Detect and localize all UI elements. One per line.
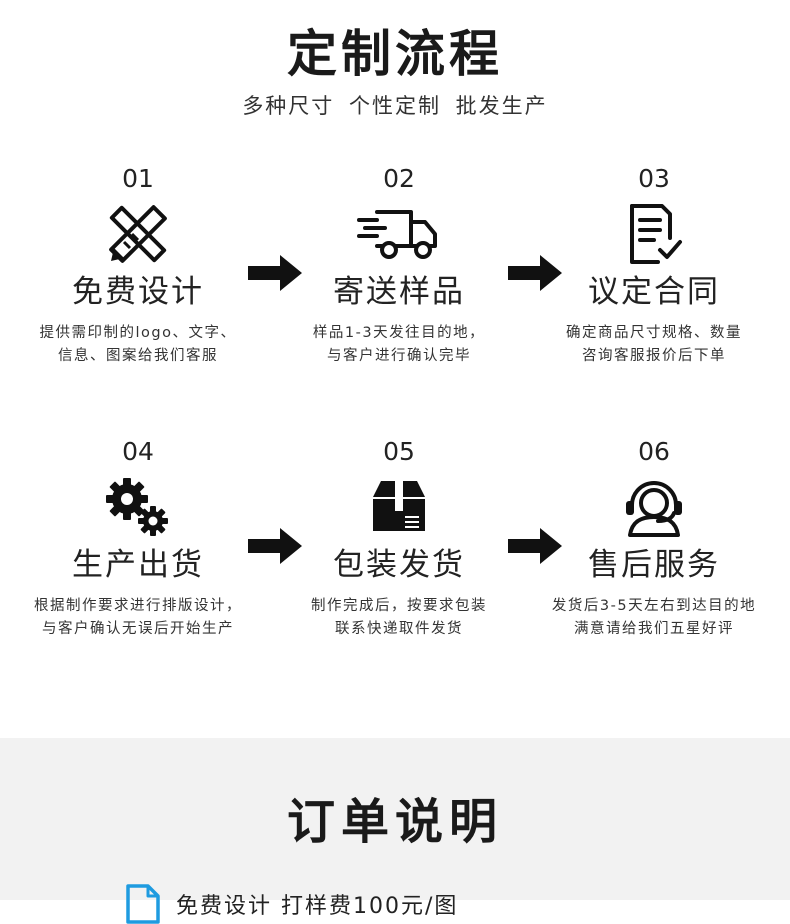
step-2: 02 寄送样品 样品1-3天发往目的地， 与客户进行确认完毕 (269, 164, 529, 368)
step-description: 样品1-3天发往目的地， 与客户进行确认完毕 (312, 325, 486, 364)
order-item-text: 免费设计 打样费100元/图 (176, 894, 459, 919)
step-1: 01 免费设计 提供需印制的logo、文字、 信息、图案给我们客服 (8, 164, 268, 368)
step-4: 04 生产出货 根据制作要求进行排版设计， 与客户确认无误后开始生产 (8, 437, 268, 641)
arrow-right-icon (248, 528, 302, 564)
step-number: 03 (638, 164, 670, 193)
step-name: 售后服务 (588, 547, 720, 583)
step-name: 免费设计 (72, 274, 204, 310)
step-description: 根据制作要求进行排版设计， 与客户确认无误后开始生产 (34, 598, 242, 637)
step-description: 制作完成后，按要求包装 联系快递取件发货 (311, 598, 487, 637)
pencil-ruler-icon (8, 196, 268, 272)
step-number: 05 (383, 437, 415, 466)
page-subtitle: 多种尺寸 个性定制 批发生产 (242, 94, 548, 118)
gears-icon (8, 469, 268, 545)
step-name: 包装发货 (333, 547, 465, 583)
step-number: 01 (122, 164, 154, 193)
step-name: 议定合同 (588, 274, 720, 310)
page-title: 定制流程 (287, 25, 503, 83)
step-3: 03 议定合同 确定商品尺寸规格、数量 咨询客服报价后下单 (524, 164, 784, 368)
document-icon (126, 884, 160, 924)
arrow-right-icon (248, 255, 302, 291)
step-description: 发货后3-5天左右到达目的地 满意请给我们五星好评 (551, 598, 757, 637)
arrow-right-icon (508, 255, 562, 291)
order-section-background (0, 738, 790, 900)
arrow-right-icon (508, 528, 562, 564)
step-description: 提供需印制的logo、文字、 信息、图案给我们客服 (39, 325, 237, 364)
step-name: 生产出货 (72, 547, 204, 583)
step-number: 02 (383, 164, 415, 193)
step-number: 06 (638, 437, 670, 466)
step-6: 06 售后服务 发货后3-5天左右到达目的地 满意请给我们五星好评 (524, 437, 784, 641)
order-item: 免费设计 打样费100元/图 (124, 884, 458, 924)
package-box-icon (269, 469, 529, 545)
contract-check-icon (524, 196, 784, 272)
delivery-truck-icon (269, 196, 529, 272)
step-name: 寄送样品 (333, 274, 465, 310)
step-number: 04 (122, 437, 154, 466)
headset-agent-icon (524, 469, 784, 545)
step-5: 05 包装发货 制作完成后，按要求包装 联系快递取件发货 (269, 437, 529, 641)
step-description: 确定商品尺寸规格、数量 咨询客服报价后下单 (566, 325, 742, 364)
order-section-title: 订单说明 (286, 794, 503, 850)
